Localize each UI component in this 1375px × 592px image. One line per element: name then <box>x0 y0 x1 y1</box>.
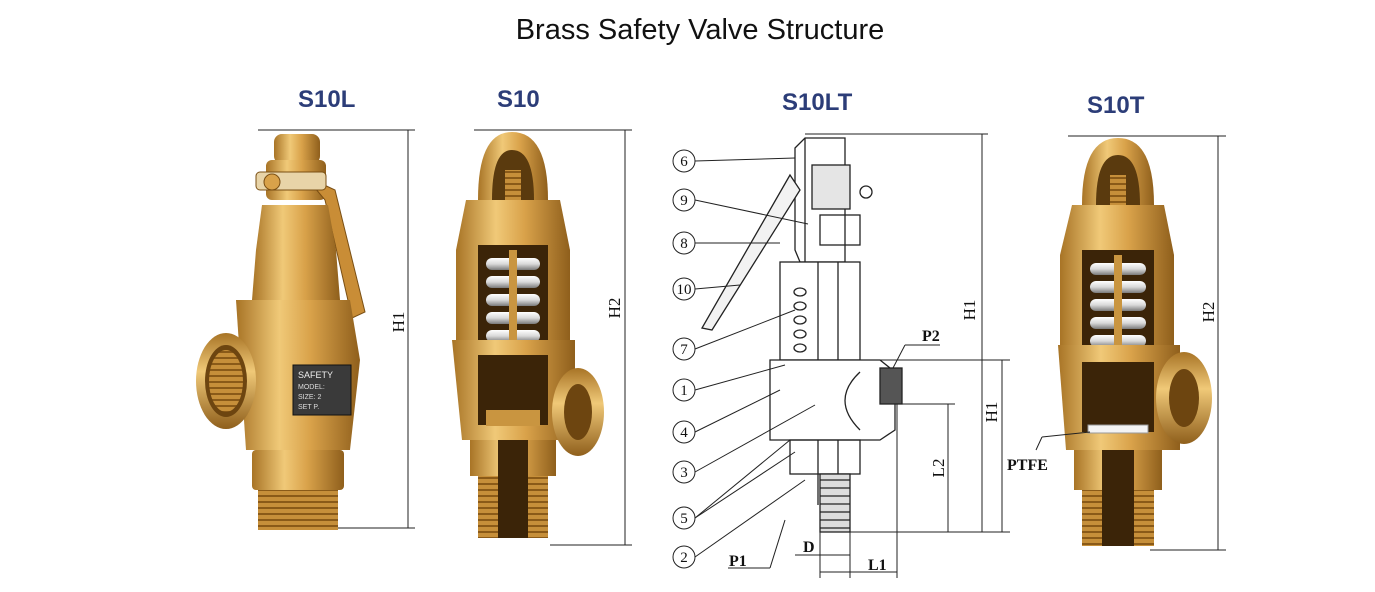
s10t-ptfe-label: PTFE <box>1007 457 1048 474</box>
s10lt-d-label: D <box>803 539 815 556</box>
model-label-s10l: S10L <box>298 86 356 113</box>
nameplate-line-3: SIZE: 2 <box>298 394 321 401</box>
nameplate-line-2: MODEL: <box>298 384 325 391</box>
s10t-h2-dimension <box>1035 135 1226 551</box>
s10lt-spring-coils <box>793 287 807 353</box>
callout-8: 8 <box>680 236 688 252</box>
model-label-s10: S10 <box>497 86 540 113</box>
nameplate-line-4: SET P. <box>298 404 319 411</box>
s10l-h1-label: H1 <box>389 312 408 333</box>
s10lt-h1-lower-label: H1 <box>982 402 1001 423</box>
s10lt-callout-numbers: 6 9 8 10 7 1 4 3 5 2 <box>677 154 692 566</box>
s10t-h2-label: H2 <box>1199 302 1218 323</box>
s10lt-technical-drawing <box>700 137 903 533</box>
callout-7: 7 <box>680 342 688 358</box>
callout-2: 2 <box>680 550 688 566</box>
model-label-s10t: S10T <box>1087 92 1145 119</box>
callout-6: 6 <box>680 154 688 170</box>
s10lt-l2-label: L2 <box>929 459 948 478</box>
s10-valve-cutaway <box>452 132 604 538</box>
callout-3: 3 <box>680 465 688 481</box>
s10-h2-dimension <box>474 129 632 546</box>
s10t-valve-cutaway <box>1058 138 1212 546</box>
s10lt-callouts <box>672 149 816 569</box>
callout-1: 1 <box>680 383 688 399</box>
callout-9: 9 <box>680 193 688 209</box>
s10l-valve-body: SAFETY MODEL: SIZE: 2 SET P. <box>196 134 366 530</box>
callout-10: 10 <box>677 282 692 298</box>
s10lt-p1-label: P1 <box>729 553 747 570</box>
s10l-h1-dimension <box>258 129 415 529</box>
model-label-s10lt: S10LT <box>782 89 853 116</box>
callout-5: 5 <box>680 511 688 527</box>
s10lt-l1-label: L1 <box>868 557 887 574</box>
s10lt-h1-upper-label: H1 <box>960 300 979 321</box>
diagram-title: Brass Safety Valve Structure <box>515 14 885 46</box>
nameplate-line-1: SAFETY <box>298 370 333 380</box>
callout-4: 4 <box>680 425 688 441</box>
s10lt-dimension-lines <box>728 133 1010 578</box>
s10lt-p2-label: P2 <box>922 328 940 345</box>
s10-h2-label: H2 <box>605 298 624 319</box>
